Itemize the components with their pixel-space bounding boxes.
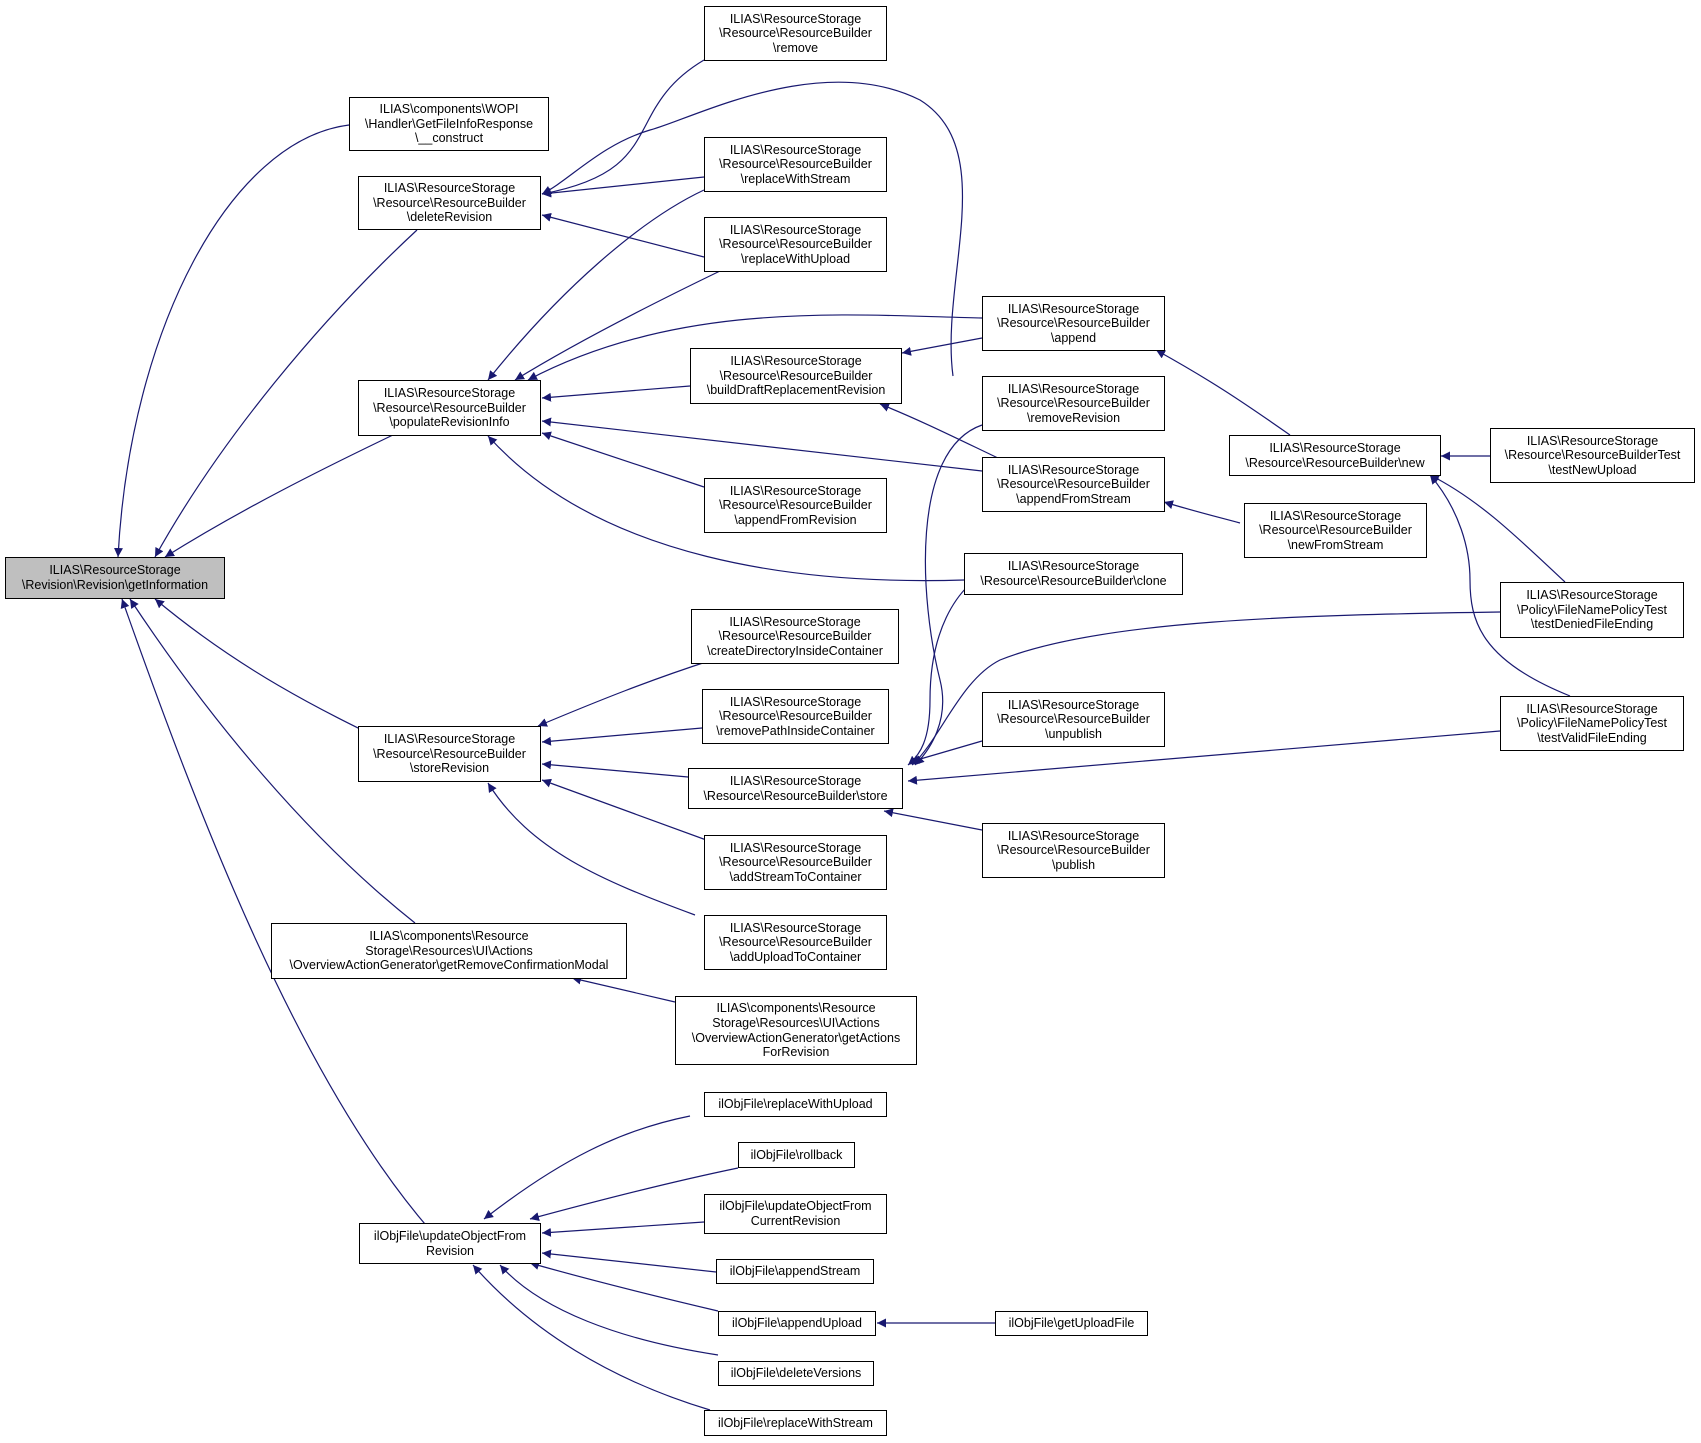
edge-n8-n3: [487, 189, 705, 381]
edge-n17-n5: [571, 975, 676, 1003]
edge-n22-n6: [529, 1261, 719, 1312]
node-resourcebuilder-addstreamtocontainer[interactable]: ILIAS\ResourceStorage\Resource\ResourceB…: [704, 835, 887, 890]
node-resourcebuilder-appendfromrevision[interactable]: ILIAS\ResourceStorage\Resource\ResourceB…: [704, 478, 887, 533]
edge-n33-n27: [1163, 500, 1241, 524]
edge-n35-n14: [911, 611, 1501, 766]
edge-n12-n4: [537, 659, 713, 727]
edge-n36-n32: [1429, 474, 1571, 697]
node-resourcebuilder-createdirectoryinsidecontainer[interactable]: ILIAS\ResourceStorage\Resource\ResourceB…: [691, 609, 899, 664]
edge-n27-n3: [541, 417, 983, 472]
edge-n25-n3: [527, 314, 983, 381]
edge-n26-n14: [914, 424, 983, 766]
node-resourcebuilder-clone[interactable]: ILIAS\ResourceStorage\Resource\ResourceB…: [964, 553, 1183, 595]
edge-n14-n4: [541, 760, 689, 778]
node-resourcebuilder-deleterevision[interactable]: ILIAS\ResourceStorage\Resource\ResourceB…: [358, 176, 541, 230]
node-resourcebuilder-replacewithstream[interactable]: ILIAS\ResourceStorage\Resource\ResourceB…: [704, 137, 887, 192]
node-resourcebuilder-remove[interactable]: ILIAS\ResourceStorage\Resource\ResourceB…: [704, 6, 887, 61]
node-resourcebuilder-append[interactable]: ILIAS\ResourceStorage\Resource\ResourceB…: [982, 296, 1165, 351]
node-ilobjfile-appendupload[interactable]: ilObjFile\appendUpload: [718, 1311, 876, 1336]
edge-n35-n32: [1429, 474, 1566, 583]
node-wopi-getfileinforesponse-construct[interactable]: ILIAS\components\WOPI\Handler\GetFileInf…: [349, 97, 549, 151]
edge-n30-n14: [883, 808, 983, 831]
edge-n15-n4: [541, 778, 721, 846]
edge-n23-n6: [499, 1264, 719, 1356]
edge-n2-n0: [154, 229, 418, 558]
edge-n25-n10: [901, 337, 983, 356]
node-resourcebuilder-adduploadtocontainer[interactable]: ILIAS\ResourceStorage\Resource\ResourceB…: [704, 915, 887, 970]
node-ilobjfile-getuploadfile[interactable]: ilObjFile\getUploadFile: [995, 1311, 1148, 1336]
edge-n16-n4: [487, 782, 696, 916]
edge-n24-n6: [472, 1264, 711, 1411]
node-ilobjfile-replacewithupload[interactable]: ilObjFile\replaceWithUpload: [704, 1092, 887, 1117]
node-resourcebuilder-publish[interactable]: ILIAS\ResourceStorage\Resource\ResourceB…: [982, 823, 1165, 878]
edge-n21-n6: [541, 1249, 717, 1273]
edge-n20-n6: [541, 1221, 705, 1237]
node-resourcebuilder-unpublish[interactable]: ILIAS\ResourceStorage\Resource\ResourceB…: [982, 692, 1165, 747]
edge-n9-n2: [541, 212, 705, 258]
edge-n7-n2: [541, 59, 705, 197]
node-resourcebuilder-replacewithupload[interactable]: ILIAS\ResourceStorage\Resource\ResourceB…: [704, 217, 887, 272]
node-resourcebuilder-newfromstream[interactable]: ILIAS\ResourceStorage\Resource\ResourceB…: [1244, 503, 1427, 558]
node-ilobjfile-appendstream[interactable]: ilObjFile\appendStream: [716, 1259, 874, 1284]
edge-n6-n0: [120, 598, 431, 1231]
edge-n11-n3: [541, 431, 705, 488]
node-revision-getinformation: ILIAS\ResourceStorage\Revision\Revision\…: [5, 557, 225, 599]
node-resourcebuilder-removepathinsidecontainer[interactable]: ILIAS\ResourceStorage\Resource\ResourceB…: [702, 689, 889, 744]
node-resourcebuilder-populaterevisioninfo[interactable]: ILIAS\ResourceStorage\Resource\ResourceB…: [358, 380, 541, 436]
edge-n26-n2: [541, 81, 964, 377]
node-resourcebuilder-appendfromstream[interactable]: ILIAS\ResourceStorage\Resource\ResourceB…: [982, 457, 1165, 512]
node-resourcebuilder-store[interactable]: ILIAS\ResourceStorage\Resource\ResourceB…: [688, 768, 903, 809]
edge-n36-n14: [907, 730, 1501, 785]
node-filenamepolicytest-testvalidfileending[interactable]: ILIAS\ResourceStorage\Policy\FileNamePol…: [1500, 696, 1684, 751]
edge-n3-n0: [164, 433, 396, 558]
node-resourcebuildertest-testnewupload[interactable]: ILIAS\ResourceStorage\Resource\ResourceB…: [1490, 428, 1695, 483]
edge-n13-n4: [541, 727, 703, 746]
edge-n9-n3: [514, 270, 721, 381]
edge-n27-n10: [879, 403, 1001, 460]
edge-n1-n0: [113, 124, 350, 558]
edge-n28-n3: [487, 435, 965, 582]
node-resourcebuilder-storerevision[interactable]: ILIAS\ResourceStorage\Resource\ResourceB…: [358, 726, 541, 782]
node-ilobjfile-replacewithstream[interactable]: ilObjFile\replaceWithStream: [704, 1410, 887, 1436]
node-ilobjfile-rollback[interactable]: ilObjFile\rollback: [738, 1142, 855, 1168]
edge-n8-n2: [541, 176, 705, 198]
node-filenamepolicytest-testdeniedfileending[interactable]: ILIAS\ResourceStorage\Policy\FileNamePol…: [1500, 582, 1684, 638]
edge-n19-n6: [529, 1167, 739, 1221]
edge-n18-n6: [483, 1115, 691, 1220]
node-resourcebuilder-removerevision[interactable]: ILIAS\ResourceStorage\Resource\ResourceB…: [982, 376, 1165, 431]
edge-n10-n3: [541, 385, 691, 402]
edge-n29-n14: [909, 740, 983, 764]
node-ilobjfile-deleteversions[interactable]: ilObjFile\deleteVersions: [718, 1361, 874, 1386]
node-resourcebuilder-new[interactable]: ILIAS\ResourceStorage\Resource\ResourceB…: [1229, 435, 1441, 476]
node-resourcebuilder-builddraftreplacementrevision[interactable]: ILIAS\ResourceStorage\Resource\ResourceB…: [690, 348, 902, 404]
edge-n4-n0: [154, 598, 396, 747]
edge-n32-n25: [1155, 349, 1291, 436]
edge-n5-n0: [129, 598, 416, 924]
